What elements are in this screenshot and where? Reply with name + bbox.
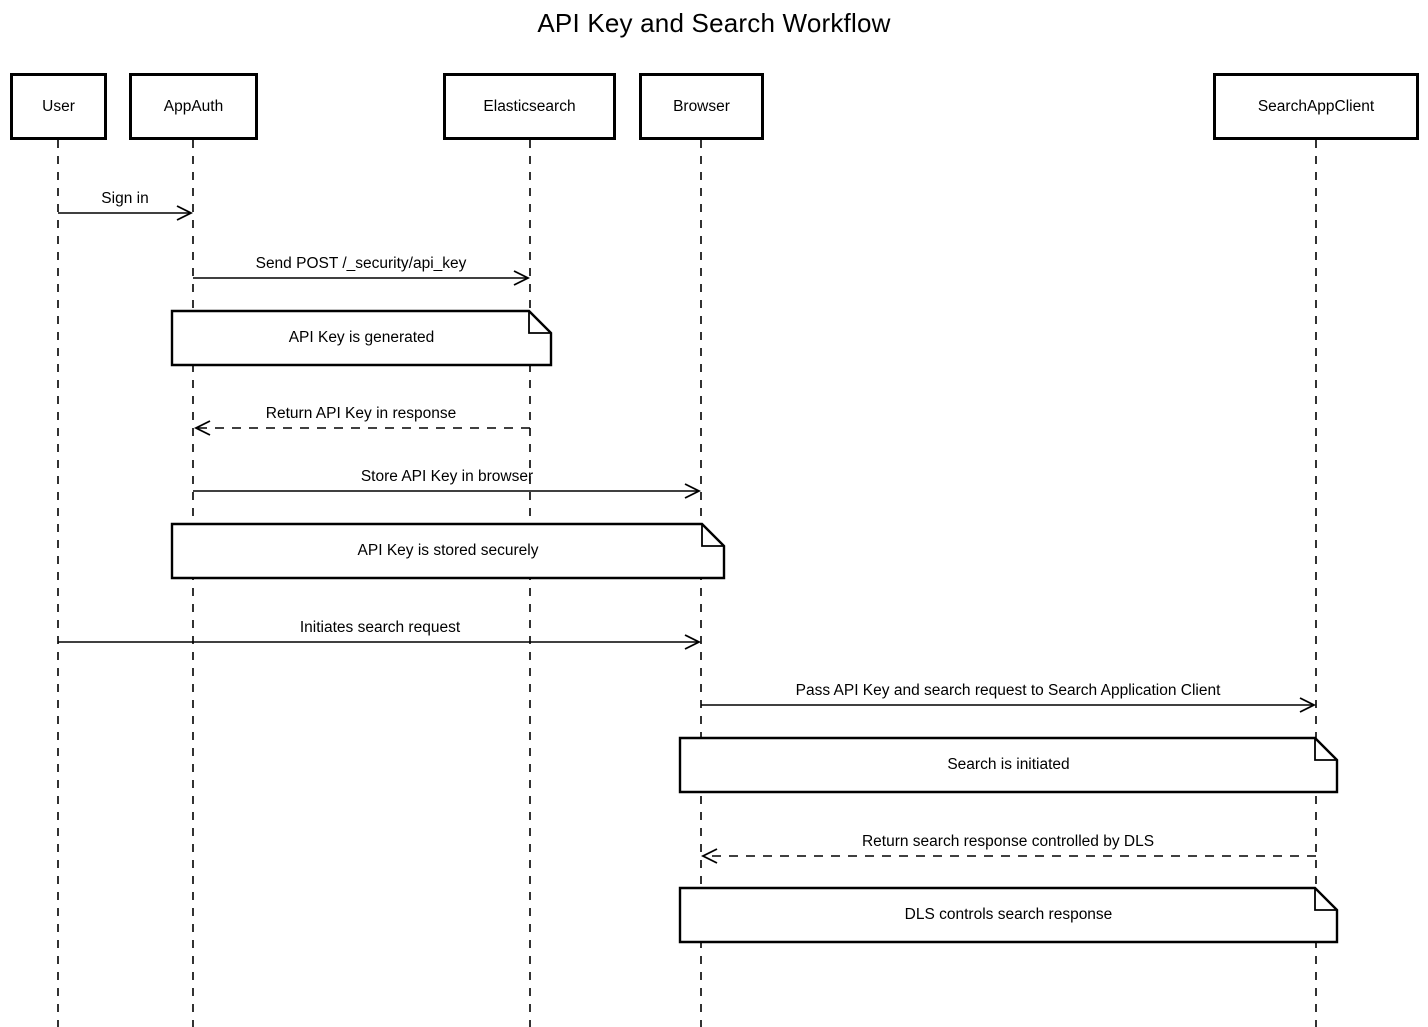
actor-user: User — [10, 73, 107, 140]
arrowhead-right-icon — [684, 634, 702, 650]
message-arrows — [58, 205, 1317, 864]
message-label-return-api-key: Return API Key in response — [265, 405, 457, 422]
arrowhead-right-icon — [176, 205, 194, 221]
actor-label: SearchAppClient — [1257, 97, 1375, 115]
message-label-return-search-response: Return search response controlled by DLS — [861, 833, 1155, 850]
note-label-api-key-stored: API Key is stored securely — [357, 542, 539, 559]
arrowhead-right-icon — [513, 270, 531, 286]
message-label-sign-in: Sign in — [101, 190, 149, 207]
actor-elasticsearch: Elasticsearch — [443, 73, 616, 140]
message-label-store-api-key: Store API Key in browser — [360, 468, 534, 485]
actor-label: User — [42, 97, 75, 115]
note-shapes — [170, 309, 1339, 944]
message-label-pass-api-key: Pass API Key and search request to Searc… — [795, 682, 1221, 699]
note-shape-dls-controls — [678, 886, 1339, 944]
diagram-title: API Key and Search Workflow — [537, 8, 891, 38]
note-fold-icon — [701, 524, 724, 547]
arrowhead-left-icon — [700, 848, 718, 864]
actor-label: Browser — [673, 97, 730, 115]
message-label-send-post: Send POST /_security/api_key — [255, 255, 467, 272]
lifelines — [57, 140, 1317, 1027]
actor-label: AppAuth — [163, 97, 224, 115]
actor-browser: Browser — [639, 73, 764, 140]
arrowhead-right-icon — [1299, 697, 1317, 713]
actor-searchappclient: SearchAppClient — [1213, 73, 1419, 140]
note-fold-icon — [1314, 738, 1337, 761]
actor-label: Elasticsearch — [483, 97, 576, 115]
note-shape-search-initiated — [678, 736, 1339, 794]
note-shape-api-key-stored — [170, 522, 726, 580]
note-fold-icon — [528, 311, 551, 334]
note-label-api-key-generated: API Key is generated — [288, 329, 435, 346]
note-label-search-initiated: Search is initiated — [947, 756, 1070, 773]
message-label-initiates-search: Initiates search request — [299, 619, 461, 636]
note-label-dls-controls: DLS controls search response — [904, 906, 1113, 923]
actor-appauth: AppAuth — [129, 73, 258, 140]
note-shape-api-key-generated — [170, 309, 553, 367]
arrowhead-right-icon — [684, 483, 702, 499]
note-fold-icon — [1314, 888, 1337, 911]
arrowhead-left-icon — [193, 420, 211, 436]
